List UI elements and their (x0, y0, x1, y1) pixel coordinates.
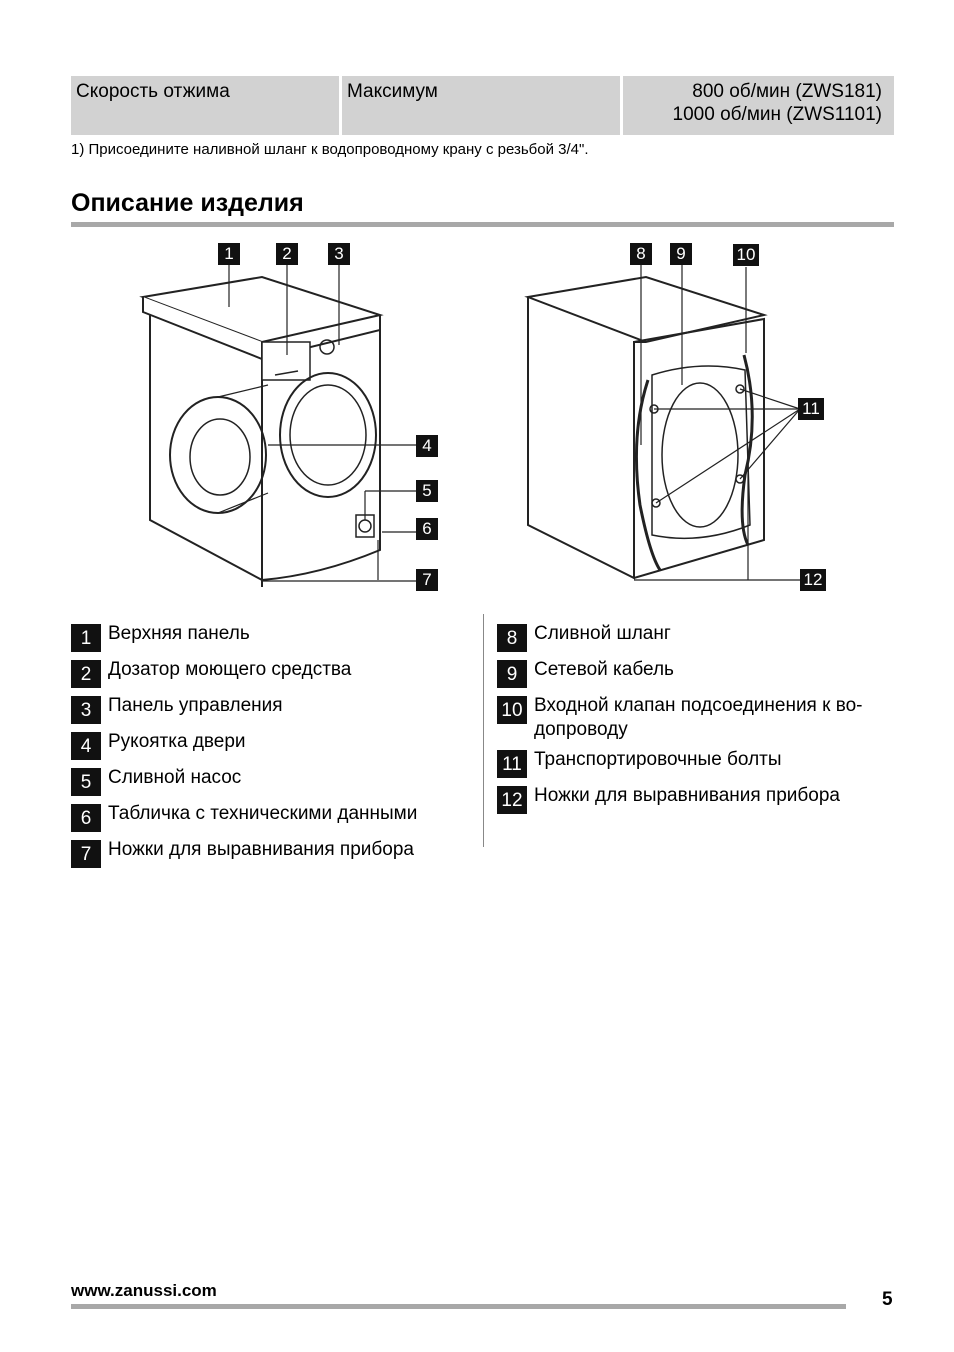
legend-item: 9 Сетевой кабель (497, 656, 897, 688)
washing-machine-illustration (139, 265, 801, 587)
callout-10: 10 (733, 244, 759, 266)
legend-item: 8 Сливной шланг (497, 620, 897, 652)
legend-text: Верхняя панель (108, 623, 250, 644)
legend-text: Ножки для выравнивания прибора (534, 785, 840, 806)
footer-url[interactable]: www.zanussi.com (71, 1281, 217, 1300)
spec-label: Скорость отжима (71, 76, 339, 135)
legend-item: 3 Панель управления (71, 692, 471, 724)
callout-11: 11 (798, 398, 824, 420)
legend-text: Панель управления (108, 695, 283, 716)
product-figure: 1 2 3 4 5 6 7 8 9 10 11 12 (0, 235, 954, 605)
page-number: 5 (882, 1289, 893, 1310)
legend-divider (483, 614, 484, 847)
spec-values: 800 об/мин (ZWS181) 1000 об/мин (ZWS1101… (623, 76, 894, 135)
legend-text: Табличка с техническими данными (108, 803, 418, 824)
legend-item: 1 Верхняя панель (71, 620, 471, 652)
legend-text: Сливной насос (108, 767, 242, 788)
legend-item: 5 Сливной насос (71, 764, 471, 796)
legend-item: 11 Транспортировочные болты (497, 746, 897, 778)
legend-item: 6 Табличка с техническими данными (71, 800, 471, 832)
front-leader-lines (228, 265, 416, 582)
legend-text: Сетевой кабель (534, 659, 674, 680)
legend-number: 4 (71, 732, 101, 760)
callout-6: 6 (416, 518, 438, 540)
legend-item: 12 Ножки для выравнивания прибора (497, 782, 897, 814)
legend-text: Сливной шланг (534, 623, 671, 644)
legend-number: 11 (497, 750, 527, 778)
legend-item: 4 Рукоятка двери (71, 728, 471, 760)
legend-text: Входной клапан подсоединения к во-допров… (534, 695, 863, 740)
legend-text: Рукоятка двери (108, 731, 246, 752)
spec-value-1: 800 об/мин (ZWS181) (692, 81, 882, 102)
callout-8: 8 (630, 243, 652, 265)
legend-number: 12 (497, 786, 527, 814)
legend-number: 1 (71, 624, 101, 652)
front-view-machine (139, 275, 384, 587)
footer-divider (71, 1304, 846, 1309)
back-view-machine (524, 275, 768, 580)
section-title: Описание изделия (71, 189, 304, 217)
spec-value-2: 1000 об/мин (ZWS1101) (672, 104, 882, 125)
spec-mode: Максимум (342, 76, 620, 135)
callout-1: 1 (218, 243, 240, 265)
back-leader-lines (634, 265, 801, 581)
legend-item: 7 Ножки для выравнивания прибора (71, 836, 471, 868)
spec-table: Скорость отжима Максимум 800 об/мин (ZWS… (71, 76, 894, 135)
legend-number: 9 (497, 660, 527, 688)
legend-number: 5 (71, 768, 101, 796)
callout-9: 9 (670, 243, 692, 265)
callout-2: 2 (276, 243, 298, 265)
legend-text: Дозатор моющего средства (108, 659, 352, 680)
legend-number: 3 (71, 696, 101, 724)
legend-number: 2 (71, 660, 101, 688)
legend-number: 6 (71, 804, 101, 832)
legend-number: 10 (497, 696, 527, 724)
legend-number: 8 (497, 624, 527, 652)
legend-item: 2 Дозатор моющего средства (71, 656, 471, 688)
title-divider (71, 222, 894, 227)
legend-left: 1 Верхняя панель 2 Дозатор моющего средств… (71, 620, 471, 872)
footnote: 1) Присоедините наливной шланг к водопро… (71, 141, 589, 158)
callout-5: 5 (416, 480, 438, 502)
callout-3: 3 (328, 243, 350, 265)
legend-number: 7 (71, 840, 101, 868)
callout-7: 7 (416, 569, 438, 591)
legend-text: Транспортировочные болты (534, 749, 782, 770)
callout-12: 12 (800, 569, 826, 591)
callout-4: 4 (416, 435, 438, 457)
legend-text: Ножки для выравнивания прибора (108, 839, 414, 860)
